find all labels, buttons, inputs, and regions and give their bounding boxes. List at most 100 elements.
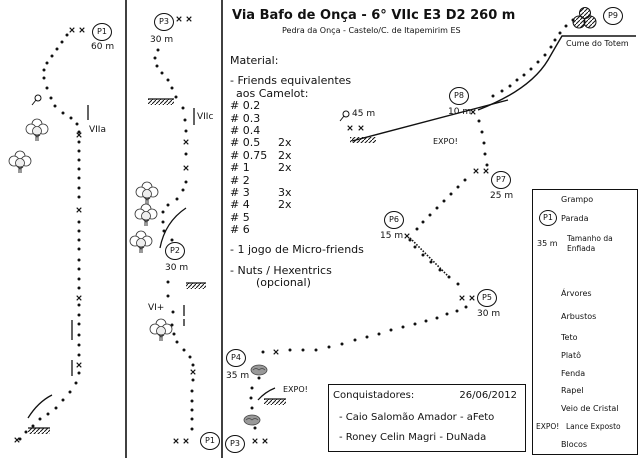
legend-tamanho-code: 35 m [537, 239, 558, 248]
size-qty: 2x [278, 136, 292, 150]
legend-arvores: Árvores [561, 289, 592, 298]
conqueror-name: - Roney Celin Magri - DuNada [339, 432, 487, 443]
size-label: # 0.5 [230, 136, 261, 150]
rapel-length: 45 m [352, 109, 376, 119]
material-size-row: # 0.5 2x [230, 136, 364, 150]
stop-p1-left: P1 [92, 23, 112, 41]
material-size-row: # 6 [230, 223, 364, 237]
size-label: # 1 [230, 161, 250, 175]
size-label: # 2 [230, 173, 250, 187]
crystal-vein [409, 237, 451, 279]
legend-fenda: Fenda [561, 369, 586, 378]
plateau-ledge [350, 137, 376, 143]
size-label: # 5 [230, 210, 250, 224]
size-label: # 6 [230, 223, 250, 237]
conquest-date: 26/06/2012 [459, 390, 517, 401]
crack-left-4 [27, 394, 53, 419]
material-size-row: # 5 [230, 210, 364, 224]
pitch-length-p2: 30 m [165, 263, 189, 273]
tree-middle-4 [149, 318, 173, 342]
rapel-right [339, 110, 350, 122]
material-friends: - Friends equivalentes [230, 74, 352, 88]
pitch-length-p5: 30 m [477, 309, 501, 319]
material-heading: Material: [230, 54, 279, 67]
pitch-length-p8: 10 m [448, 107, 472, 117]
stop-p1-bottom: P1 [200, 432, 220, 450]
material-nuts-2: (opcional) [256, 276, 311, 290]
stop-p8: P8 [449, 87, 469, 105]
material-list: Material: - Friends equivalentes aos Cam… [230, 54, 364, 290]
pitch-length-p6: 15 m [380, 231, 404, 241]
tree-left-2 [8, 150, 32, 174]
size-qty: 2x [278, 198, 292, 212]
legend-box: Grampo P1 Parada 35 m Tamanho da Enfiada… [532, 189, 638, 455]
grade-viic: VIIc [197, 112, 214, 122]
size-label: # 0.4 [230, 123, 261, 137]
boulders-summit [572, 7, 597, 29]
route-subtitle: Pedra da Onça - Castelo/C. de Itapemirim… [282, 26, 461, 35]
roof-middle-2 [186, 283, 206, 289]
size-label: # 0.2 [230, 99, 261, 113]
size-qty: 2x [278, 148, 292, 162]
stop-p6: P6 [384, 211, 404, 229]
bolts-left [14, 27, 85, 443]
roof-middle-1 [148, 99, 174, 105]
conquerors-box: Conquistadores: 26/06/2012 - Caio Salomã… [328, 384, 526, 452]
material-size-row: # 0.2 [230, 99, 364, 113]
ledge-line [351, 99, 509, 142]
legend-tamanho: Tamanho da Enfiada [567, 234, 613, 253]
crack-middle-2 [159, 207, 187, 249]
size-label: # 4 [230, 198, 250, 212]
material-size-row: # 2 [230, 173, 364, 187]
crack-right [257, 387, 276, 401]
material-friends-2: aos Camelot: [236, 86, 309, 100]
pitch-dots-right [249, 18, 575, 430]
pitch-length-p1: 60 m [91, 42, 115, 52]
pitch-dots-left [18, 33, 81, 441]
legend-tamanho-line: Tamanho da [567, 234, 613, 243]
bush-right-1 [250, 364, 268, 376]
stop-p9: P9 [603, 7, 623, 25]
conquerors-heading: Conquistadores: [333, 390, 415, 401]
stop-p2: P2 [165, 242, 185, 260]
legend-parada-icon: P1 [539, 210, 557, 226]
tree-middle-1 [135, 181, 159, 205]
stop-p4: P4 [226, 349, 246, 367]
stop-p3-bottom: P3 [225, 435, 245, 453]
size-qty: 3x [278, 185, 292, 199]
legend-blocos: Blocos [561, 440, 588, 449]
material-size-row: # 3 3x [230, 185, 364, 199]
legend-teto: Teto [561, 333, 578, 342]
material-micro: - 1 jogo de Micro-friends [230, 243, 364, 257]
size-label: # 0.3 [230, 111, 261, 125]
legend-arbustos: Arbustos [561, 312, 597, 321]
legend-plato: Platô [561, 351, 581, 360]
tree-middle-2 [134, 203, 158, 227]
summit-ridge [477, 35, 636, 111]
legend-rapel: Rapel [561, 386, 584, 395]
plateau-left [28, 428, 50, 434]
conqueror-name: - Caio Salomão Amador - aFeto [339, 412, 495, 423]
plateau-right [264, 399, 286, 405]
pitch-length-p4: 35 m [226, 371, 250, 381]
size-label: # 0.75 [230, 148, 268, 162]
pitch-dots-middle [153, 48, 195, 431]
legend-grampo: Grampo [561, 195, 594, 204]
legend-lance: Lance Exposto [566, 422, 621, 431]
bush-right-2 [243, 414, 261, 426]
expo-warning-lower: EXPO! [283, 385, 308, 394]
material-size-row: # 0.4 [230, 123, 364, 137]
legend-tamanho-line: Enfiada [567, 243, 596, 253]
pitch-length-p7: 25 m [490, 191, 514, 201]
material-nuts: - Nuts / Hexentrics [230, 263, 332, 277]
tree-left-1 [25, 118, 49, 142]
size-label: # 3 [230, 185, 250, 199]
stop-p5: P5 [477, 289, 497, 307]
grade-vi-plus: VI+ [148, 303, 165, 313]
stop-p3-top: P3 [154, 13, 174, 31]
legend-expo-code: EXPO! [536, 422, 560, 431]
size-qty: 2x [278, 161, 292, 175]
material-size-row: # 1 2x [230, 161, 364, 175]
tree-middle-3 [129, 230, 153, 254]
